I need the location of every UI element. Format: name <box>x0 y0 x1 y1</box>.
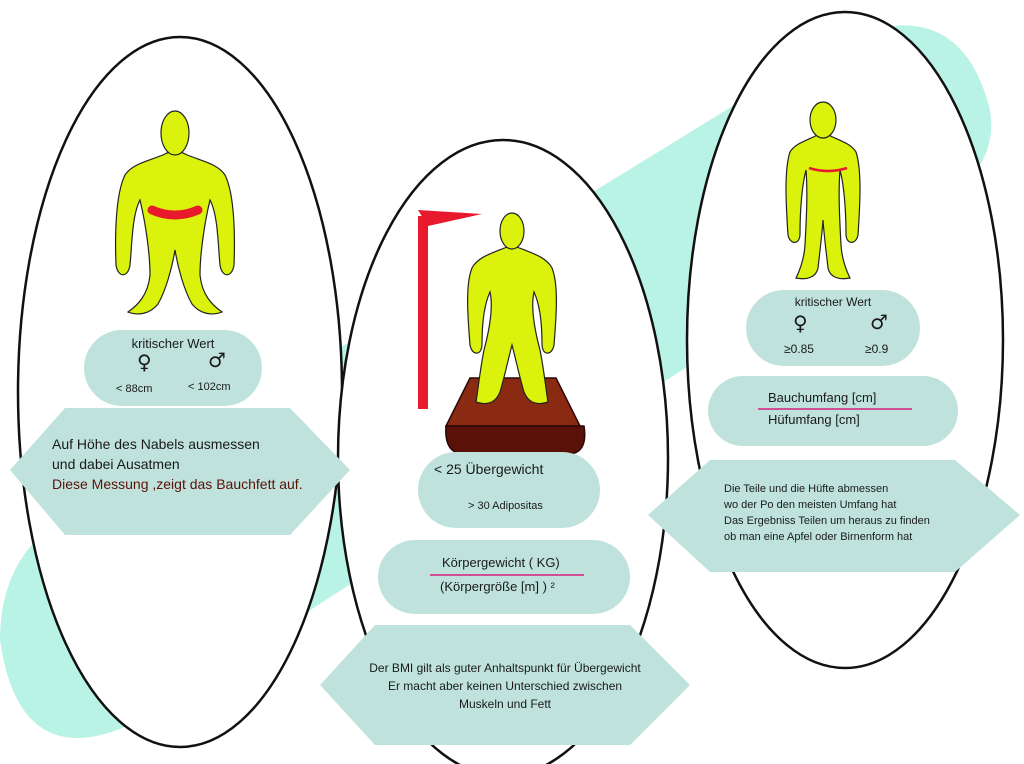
waist-text-line-2: und dabei Ausatmen <box>52 456 180 472</box>
bmi-overweight-label: < 25 Übergewicht <box>434 461 544 477</box>
waist-line-icon <box>808 166 848 173</box>
male-icon: ♂ <box>208 348 226 372</box>
ratio-text-line-1: Die Teile und die Hüfte abmessen <box>724 483 889 495</box>
ratio-numerator: Bauchumfang [cm] <box>768 390 877 405</box>
male-icon: ♂ <box>870 310 888 334</box>
bmi-formula-pill <box>378 540 630 614</box>
ratio-figure <box>785 101 861 280</box>
bmi-range-pill <box>418 452 600 528</box>
ratio-critical-label: kritischer Wert <box>794 295 872 309</box>
waist-text-line-1: Auf Höhe des Nabels ausmessen <box>52 436 260 452</box>
ratio-text-line-3: Das Ergebniss Teilen um heraus zu finden <box>724 515 930 527</box>
waist-figure <box>114 110 236 315</box>
ratio-denominator: Hüfumfang [cm] <box>768 412 860 427</box>
bmi-denominator: (Körpergröße [m] ) ² <box>440 579 555 594</box>
bmi-obesity-label: > 30 Adipositas <box>468 500 543 512</box>
scale-icon <box>444 377 582 427</box>
ratio-text-hexagon <box>648 460 1020 572</box>
waist-male-value: < 102cm <box>188 381 231 393</box>
bmi-numerator: Körpergewicht ( KG) <box>442 555 560 570</box>
bmi-figure <box>418 210 586 455</box>
ratio-critical-pill <box>746 290 920 366</box>
waist-female-value: < 88cm <box>116 383 153 395</box>
bmi-text-line-2: Er macht aber keinen Unterschied zwische… <box>387 679 623 693</box>
female-icon: ♀ <box>793 311 808 335</box>
waist-text-line-3: Diese Messung ,zeigt das Bauchfett auf. <box>52 476 303 492</box>
ratio-text-line-4: ob man eine Apfel oder Birnenform hat <box>724 531 913 543</box>
bmi-text-line-3: Muskeln und Fett <box>458 697 552 711</box>
ratio-female-value: ≥0.85 <box>784 342 814 356</box>
waist-critical-pill <box>84 330 262 406</box>
ratio-text-line-2: wo der Po den meisten Umfang hat <box>724 499 897 511</box>
waist-critical-label: kritischer Wert <box>131 336 215 351</box>
bmi-text-hexagon <box>320 625 690 745</box>
ratio-formula-pill <box>708 376 958 446</box>
bmi-text-line-1: Der BMI gilt als guter Anhaltspunkt für … <box>369 661 641 675</box>
flag-pole-icon <box>418 216 428 409</box>
waist-text-hexagon <box>10 408 350 535</box>
ratio-male-value: ≥0.9 <box>865 342 889 356</box>
flag-icon <box>418 210 482 226</box>
female-icon: ♀ <box>137 350 152 374</box>
waist-tape-icon <box>147 205 203 220</box>
